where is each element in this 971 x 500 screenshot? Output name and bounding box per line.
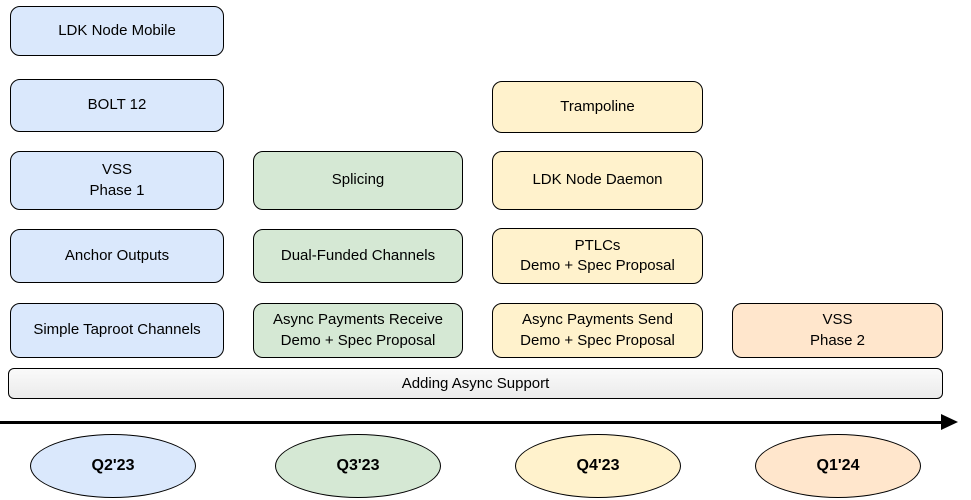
box-trampoline: Trampoline — [492, 81, 703, 133]
box-bolt-12: BOLT 12 — [10, 79, 224, 132]
box-anchor-outputs: Anchor Outputs — [10, 229, 224, 283]
box-async-payments-receive: Async Payments Receive Demo + Spec Propo… — [253, 303, 463, 358]
box-dual-funded-channels: Dual-Funded Channels — [253, 229, 463, 283]
quarter-ellipse-q2-23: Q2'23 — [30, 434, 196, 498]
box-splicing: Splicing — [253, 151, 463, 210]
timeline-arrow-line — [0, 421, 942, 424]
quarter-ellipse-q3-23: Q3'23 — [275, 434, 441, 498]
box-ldk-node-daemon: LDK Node Daemon — [492, 151, 703, 210]
quarter-ellipse-q1-24: Q1'24 — [755, 434, 921, 498]
box-simple-taproot-channels: Simple Taproot Channels — [10, 303, 224, 358]
box-vss-phase-1: VSS Phase 1 — [10, 151, 224, 210]
box-async-payments-send: Async Payments Send Demo + Spec Proposal — [492, 303, 703, 358]
box-ldk-node-mobile: LDK Node Mobile — [10, 6, 224, 56]
async-support-banner: Adding Async Support — [8, 368, 943, 399]
box-vss-phase-2: VSS Phase 2 — [732, 303, 943, 358]
box-ptlcs: PTLCs Demo + Spec Proposal — [492, 228, 703, 284]
quarter-ellipse-q4-23: Q4'23 — [515, 434, 681, 498]
timeline-arrow-head-icon — [941, 414, 958, 430]
